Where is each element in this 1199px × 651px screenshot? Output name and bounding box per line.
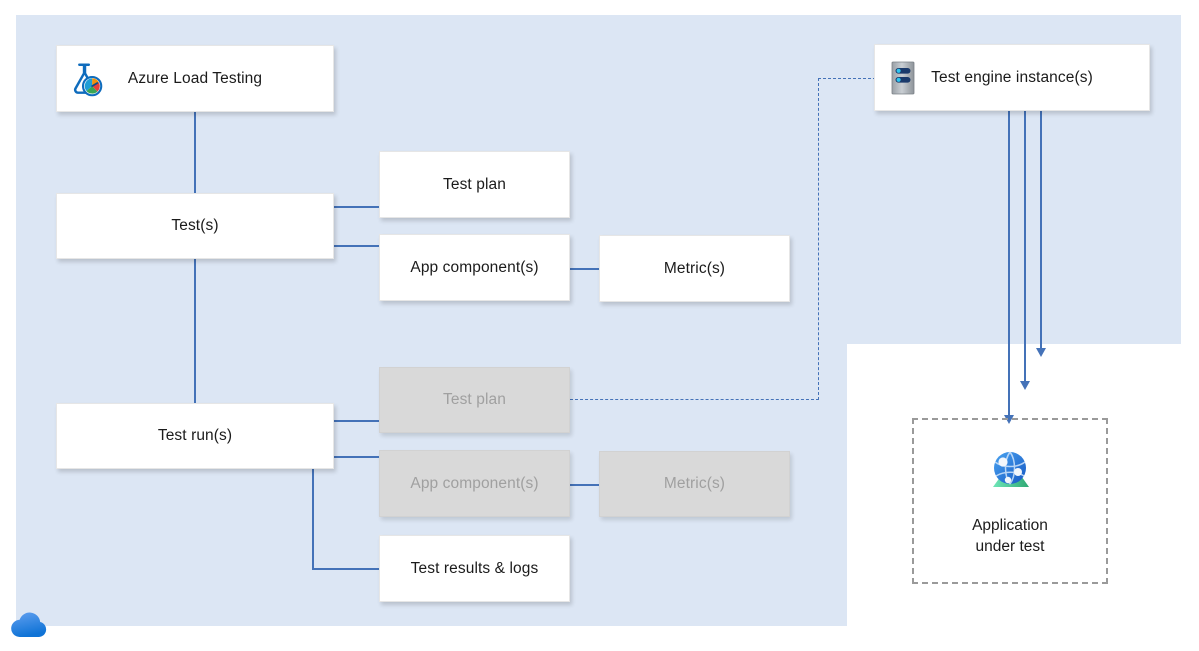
node-app-components[interactable]: App component(s) [379,234,570,301]
dashed-connector-elbow-vertical [818,78,819,400]
connector-alt-to-tests [194,111,196,193]
node-label: Test plan [443,391,506,409]
node-test-engine-instances[interactable]: Test engine instance(s) [874,44,1150,111]
group-caption-line1: Application [972,516,1048,534]
node-label: Test run(s) [157,427,233,445]
node-label: App component(s) [410,258,539,276]
canvas-bottom-mask [16,626,1199,651]
connector-tests-to-appcomponents [333,245,381,247]
connector-appcomponents-to-metrics [570,268,600,270]
node-metrics[interactable]: Metric(s) [599,235,790,302]
node-label: Test engine instance(s) [931,68,1093,86]
node-label: Test results & logs [410,559,539,577]
node-azure-load-testing[interactable]: Azure Load Testing [56,45,334,112]
connector-testruns-elbow-horizontal [312,568,381,570]
arrow-testengine-to-app-3-line [1040,111,1042,352]
arrow-testengine-to-app-3-head [1036,348,1046,357]
node-test-results-logs[interactable]: Test results & logs [379,535,570,602]
node-label: Metric(s) [663,475,726,493]
node-label: Metric(s) [663,259,726,277]
connector-testruns-elbow-vertical [312,468,314,569]
group-caption: Application under test [972,516,1048,558]
node-test-plan[interactable]: Test plan [379,151,570,218]
globe-network-icon [984,445,1036,502]
connector-appcomponents-to-metrics-dim [570,484,600,486]
flask-gauge-icon [57,60,113,98]
arrow-testengine-to-app-2-head [1020,381,1030,390]
node-app-components-run[interactable]: App component(s) [379,450,570,517]
canvas-right-mask [1181,0,1199,651]
server-vm-icon [875,60,931,96]
connector-testruns-to-appcomponents-dim [333,456,381,458]
connector-tests-to-testplan [333,206,381,208]
node-label: Test plan [443,175,506,193]
node-test-plan-run[interactable]: Test plan [379,367,570,433]
dashed-connector-testplan-to-elbow [570,399,819,400]
connector-tests-to-testruns [194,259,196,403]
node-label: App component(s) [410,474,539,492]
node-label: Azure Load Testing [127,69,263,87]
node-tests[interactable]: Test(s) [56,193,334,259]
external-region-panel [847,344,1199,651]
group-application-under-test: Application under test [912,418,1108,584]
node-label: Test(s) [171,217,219,235]
node-test-runs[interactable]: Test run(s) [56,403,334,469]
cloud-icon [6,606,58,647]
arrow-testengine-to-app-1-line [1008,111,1010,419]
dashed-connector-elbow-to-testengine [818,78,876,79]
node-metrics-run[interactable]: Metric(s) [599,451,790,517]
connector-testruns-to-testplan-dim [333,420,381,422]
group-caption-line2: under test [975,537,1045,555]
arrow-testengine-to-app-2-line [1024,111,1026,385]
